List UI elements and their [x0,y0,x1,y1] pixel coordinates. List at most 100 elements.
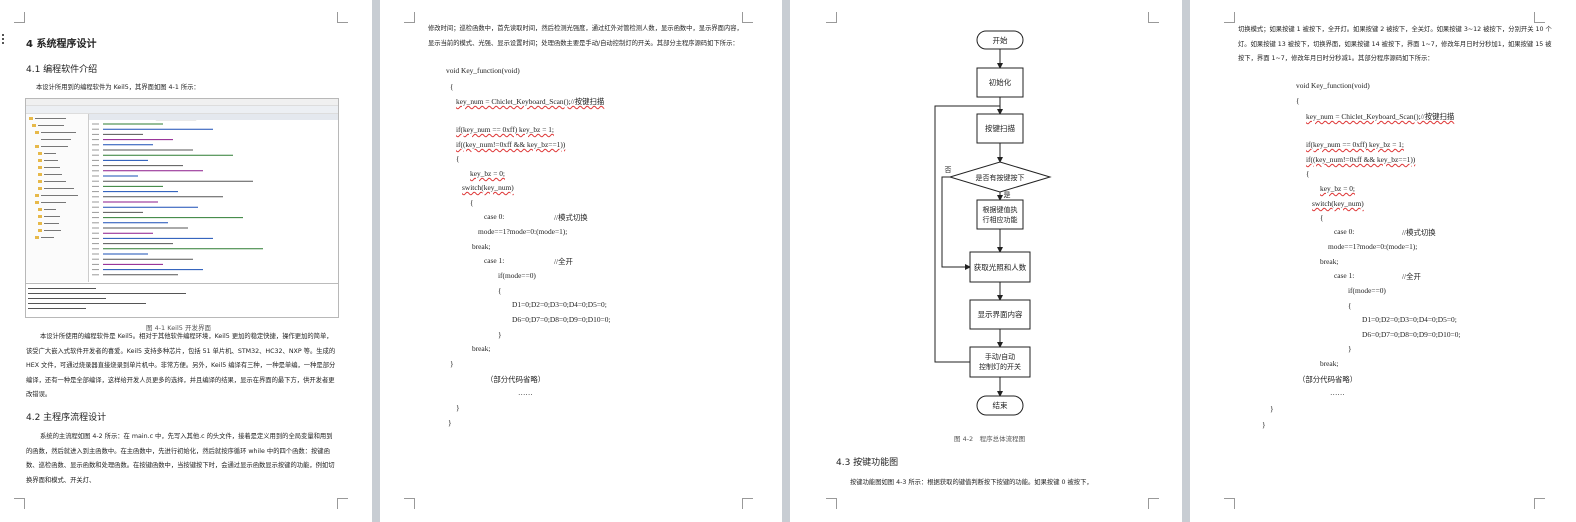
crop-mark [1148,498,1159,509]
flow-end [976,395,1024,416]
ide-editor-tabs [89,114,338,129]
code-line: switch(key_num) [1312,199,1364,208]
flow-light [969,251,1031,283]
crop-mark [1534,498,1545,509]
code-line: break; [1320,257,1339,266]
code-comment: //模式切换 [1402,228,1436,237]
code-line: break; [1320,359,1339,368]
crop-mark [14,498,25,509]
crop-mark [742,12,753,23]
flow-label: 获取光照和人数 [974,262,1027,272]
flow-label: 初始化 [989,77,1012,87]
code-line: case 0: [1334,227,1355,236]
code-line: switch(key_num) [462,183,514,192]
ide-menubar [26,99,338,106]
section-title: 4.3 按键功能图 [836,458,899,468]
heading-anchor-icon [2,34,10,44]
flow-label: 根据键值执 [983,205,1018,214]
code-line: key_bz = 0; [1320,184,1355,193]
flow-label: 开始 [993,35,1008,45]
crop-mark [337,12,348,23]
paragraph: 按键功能图如图 4-3 所示：根据获取的键值判断按下按键的功能。如果按键 0 被… [850,479,1093,486]
flow-start [976,30,1024,50]
section-title: 4.1 编程软件介绍 [26,65,98,75]
crop-mark [1224,498,1235,509]
code-line: mode==1?mode=0:(mode=1); [1328,242,1418,251]
code-line: } [450,359,454,368]
document-page-4: 切换模式；如果按键 1 被按下，全开灯。如果按键 2 被按下，全关灯。如果按键 … [1190,0,1576,522]
code-line: } [1348,344,1352,353]
code-line: { [1320,213,1324,222]
flow-scan [976,113,1024,144]
flow-branch-label: 是 [1004,191,1011,199]
code-line: void Key_function(void) [1296,81,1370,90]
crop-mark [404,12,415,23]
ide-build-output [26,283,338,317]
paragraph: 修改时间；巡检函数中，首先读取时间，然后检测光强度，通过红外对管检测人数，显示函… [428,25,743,47]
code-note: （部分代码省略） [486,375,546,384]
flow-init [976,67,1024,98]
code-line: break; [472,344,491,353]
crop-mark [14,12,25,23]
code-line: mode==1?mode=0:(mode=1); [478,227,568,236]
figure-caption: 图 4-2 程序总体流程图 [954,435,1026,443]
code-line: if(mode==0) [498,271,536,280]
code-line: D6=0;D7=0;D8=0;D9=0;D10=0; [1362,330,1461,339]
paragraph: 切换模式；如果按键 1 被按下，全开灯。如果按键 2 被按下，全关灯。如果按键 … [1238,26,1552,62]
code-line: } [1262,420,1266,429]
flow-exec [976,199,1024,230]
flow-decision [948,161,1052,193]
crop-mark [1534,12,1545,23]
code-line: } [456,403,460,412]
code-line: D1=0;D2=0;D3=0;D4=0;D5=0; [1362,315,1457,324]
flow-label: 控制灯的开关 [979,362,1021,371]
document-page-3: 开始 初始化 按键扫描 是否有按键按下 根据键值执 行相应功能 获取光照和人数 … [790,0,1182,522]
code-line: break; [472,242,491,251]
code-comment: //全开 [554,257,573,266]
flow-label: 是否有按键按下 [976,173,1025,182]
code-line: } [448,418,452,427]
code-comment: //全开 [1402,272,1421,281]
code-line: } [1270,404,1274,413]
code-line: D1=0;D2=0;D3=0;D4=0;D5=0; [512,300,607,309]
code-note: （部分代码省略） [1298,375,1358,384]
code-comment: //模式切换 [554,213,588,222]
flow-display [969,299,1031,330]
code-line: if((key_num!=0xff && key_bz==1)) [1306,155,1416,164]
flow-label: 行相应功能 [983,215,1018,224]
code-line: } [498,330,502,339]
crop-mark [1148,12,1159,23]
keil5-screenshot [25,98,339,318]
code-line: { [456,154,460,163]
flow-label: 显示界面内容 [978,309,1023,319]
chapter-title: 4 系统程序设计 [26,39,97,50]
code-line: void Key_function(void) [446,66,520,75]
crop-mark [337,498,348,509]
crop-mark [404,498,415,509]
figure-caption: 图 4-1 Keil5 开发界面 [146,324,211,332]
flow-label: 手动/自动 [985,352,1015,361]
code-line: case 1: [484,256,505,265]
code-line: { [1348,301,1352,310]
code-line: { [450,82,454,91]
flow-branch-label: 否 [945,166,952,174]
ide-project-tree [26,114,89,282]
code-line: …… [518,388,533,397]
document-page-2: 修改时间；巡检函数中，首先读取时间，然后检测光强度，通过红外对管检测人数，显示函… [380,0,782,522]
code-line: D6=0;D7=0;D8=0;D9=0;D10=0; [512,315,611,324]
code-line: key_num = Chiclet_Keyboard_Scan();//按键扫描 [456,97,605,106]
intro-paragraph: 本设计所用到的编程软件为 Keil5，其界面如图 4-1 所示： [36,84,200,91]
code-line: { [470,198,474,207]
paragraph: 本设计所使用的编程软件是 Keil5。相对于其他软件编程环境，Keil5 更加的… [26,333,336,398]
flow-label: 结束 [993,400,1008,410]
flow-manual [969,346,1031,378]
code-line: case 1: [1334,271,1355,280]
code-line: …… [1330,388,1345,397]
ide-toolbar [26,106,338,121]
crop-mark [742,498,753,509]
code-line: if(key_num == 0xff) key_bz = 1; [1306,140,1404,149]
code-line: key_bz = 0; [470,169,505,178]
ide-code-editor [89,121,338,282]
code-line: if(mode==0) [1348,286,1386,295]
crop-mark [826,12,837,23]
